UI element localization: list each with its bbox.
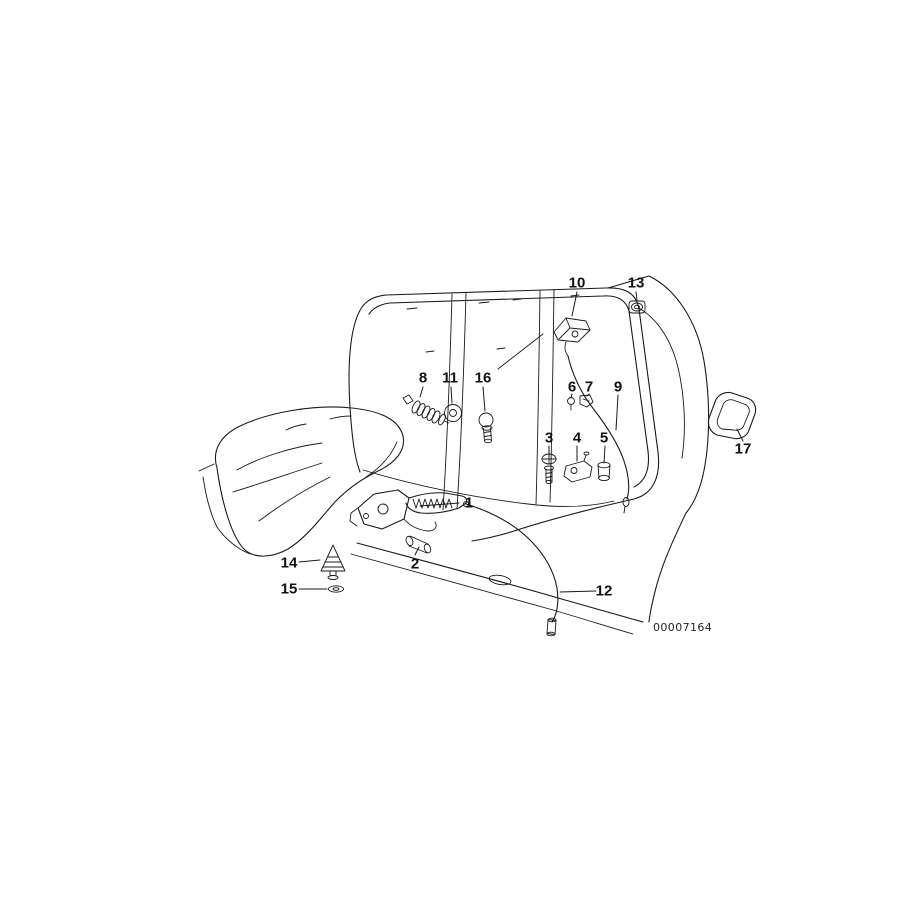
part-washer: [328, 585, 344, 593]
callout-part-11[interactable]: 11: [442, 369, 458, 387]
part-nut: [628, 300, 646, 314]
callout-part-1[interactable]: 1: [464, 494, 474, 512]
callout-part-4[interactable]: 4: [572, 429, 582, 447]
part-bolt: [478, 333, 544, 444]
callout-part-15[interactable]: 15: [280, 580, 298, 598]
body-side-panel: [607, 275, 710, 623]
part-hinge-bolt-set: [541, 451, 611, 484]
callout-part-17[interactable]: 17: [734, 440, 752, 458]
part-grommet: [444, 404, 462, 422]
part-pin: [405, 535, 432, 554]
part-cable-upper: [567, 355, 630, 514]
callout-part-16[interactable]: 16: [474, 369, 492, 387]
callout-part-9[interactable]: 9: [613, 378, 623, 396]
part-shelf-bracket: [553, 317, 591, 357]
callout-part-7[interactable]: 7: [584, 378, 594, 396]
callout-part-14[interactable]: 14: [280, 554, 298, 572]
seat-cushion: [214, 406, 405, 557]
floor-pan: [198, 463, 644, 635]
part-spring-screw: [402, 394, 450, 426]
callout-part-3[interactable]: 3: [544, 429, 554, 447]
callout-part-13[interactable]: 13: [627, 274, 645, 292]
callout-part-5[interactable]: 5: [599, 429, 609, 447]
part-latch-mechanism: [349, 489, 468, 532]
part-cable-lower: [463, 501, 559, 637]
callout-part-12[interactable]: 12: [595, 582, 613, 600]
callout-part-2[interactable]: 2: [410, 555, 420, 573]
seat-back: [348, 287, 660, 542]
part-cone-plug: [320, 544, 346, 580]
leader-lines: [298, 291, 744, 593]
callout-part-8[interactable]: 8: [418, 369, 428, 387]
callout-part-6[interactable]: 6: [567, 378, 577, 396]
part-striker-loop: [707, 391, 757, 440]
callout-part-10[interactable]: 10: [568, 274, 586, 292]
drawing-number: 00007164: [653, 621, 713, 634]
